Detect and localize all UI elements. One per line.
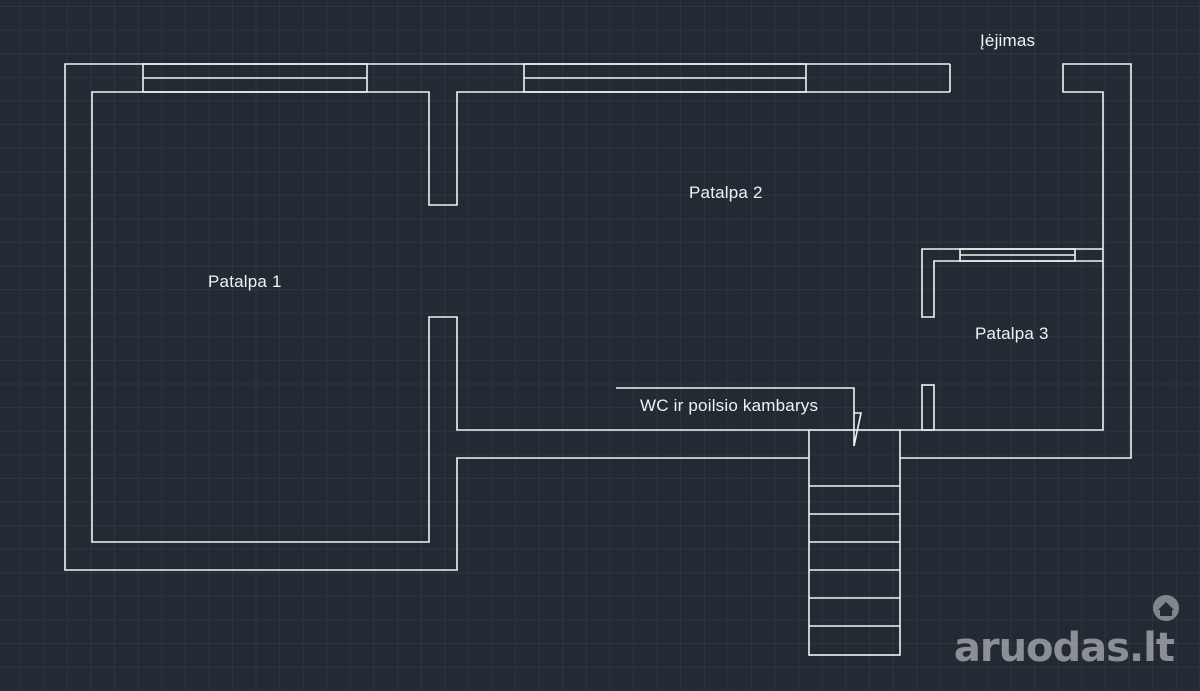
stair-arrow — [616, 387, 862, 447]
inner-wall-room1 — [91, 91, 950, 543]
house-icon — [1153, 595, 1179, 621]
entrance-label: Įėjimas — [980, 31, 1036, 50]
outer-wall — [64, 63, 950, 571]
watermark-logo: aruodas.lt — [953, 625, 1175, 671]
room3-wall-stub — [921, 384, 935, 431]
room3-wall — [921, 248, 1103, 318]
wc-label: WC ir poilsio kambarys — [640, 396, 819, 415]
room2-label: Patalpa 2 — [689, 183, 763, 202]
room1-label: Patalpa 1 — [208, 272, 282, 291]
room3-label: Patalpa 3 — [975, 324, 1049, 343]
outer-wall-right — [900, 63, 1132, 459]
